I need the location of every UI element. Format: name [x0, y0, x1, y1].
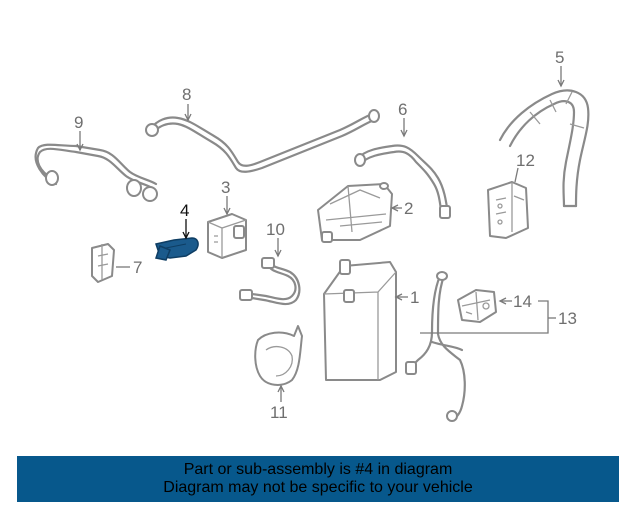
callout-3[interactable]: 3 [221, 178, 230, 197]
part-12-bracket[interactable] [487, 181, 529, 239]
part-7-clip[interactable] [91, 243, 115, 283]
part-10-sensor[interactable] [239, 257, 301, 306]
part-2-canister-bracket[interactable] [317, 182, 393, 243]
callout-1[interactable]: 1 [410, 288, 419, 307]
callout-11[interactable]: 11 [270, 403, 288, 422]
callout-6[interactable]: 6 [398, 100, 407, 119]
callout-14[interactable]: 14 [513, 292, 532, 311]
part-13-hose-assembly[interactable] [405, 271, 466, 422]
part-9-tube[interactable] [34, 143, 158, 202]
info-banner: Part or sub-assembly is #4 in diagram Di… [17, 456, 619, 502]
banner-line-2: Diagram may not be specific to your vehi… [163, 479, 473, 496]
part-5-hose[interactable] [498, 89, 590, 208]
part-14-valve[interactable] [457, 289, 497, 323]
part-3-solenoid[interactable] [207, 213, 247, 259]
callout-2[interactable]: 2 [404, 199, 413, 218]
callout-8[interactable]: 8 [182, 85, 191, 104]
callout-13[interactable]: 13 [558, 309, 577, 328]
callout-9[interactable]: 9 [74, 113, 83, 132]
callout-7[interactable]: 7 [133, 258, 142, 277]
callout-4[interactable]: 4 [180, 201, 189, 220]
callout-12[interactable]: 12 [516, 151, 535, 170]
part-6-hose[interactable] [354, 144, 451, 219]
banner-line-1: Part or sub-assembly is #4 in diagram [183, 461, 453, 478]
parts-diagram: 9 8 6 5 12 3 [34, 48, 590, 422]
callout-10[interactable]: 10 [266, 220, 285, 239]
part-11-shield[interactable] [254, 325, 303, 386]
part-8-pipe[interactable] [145, 109, 380, 173]
part-4-connector[interactable] [155, 237, 199, 261]
part-1-canister[interactable] [323, 259, 397, 381]
callout-5[interactable]: 5 [555, 48, 564, 67]
